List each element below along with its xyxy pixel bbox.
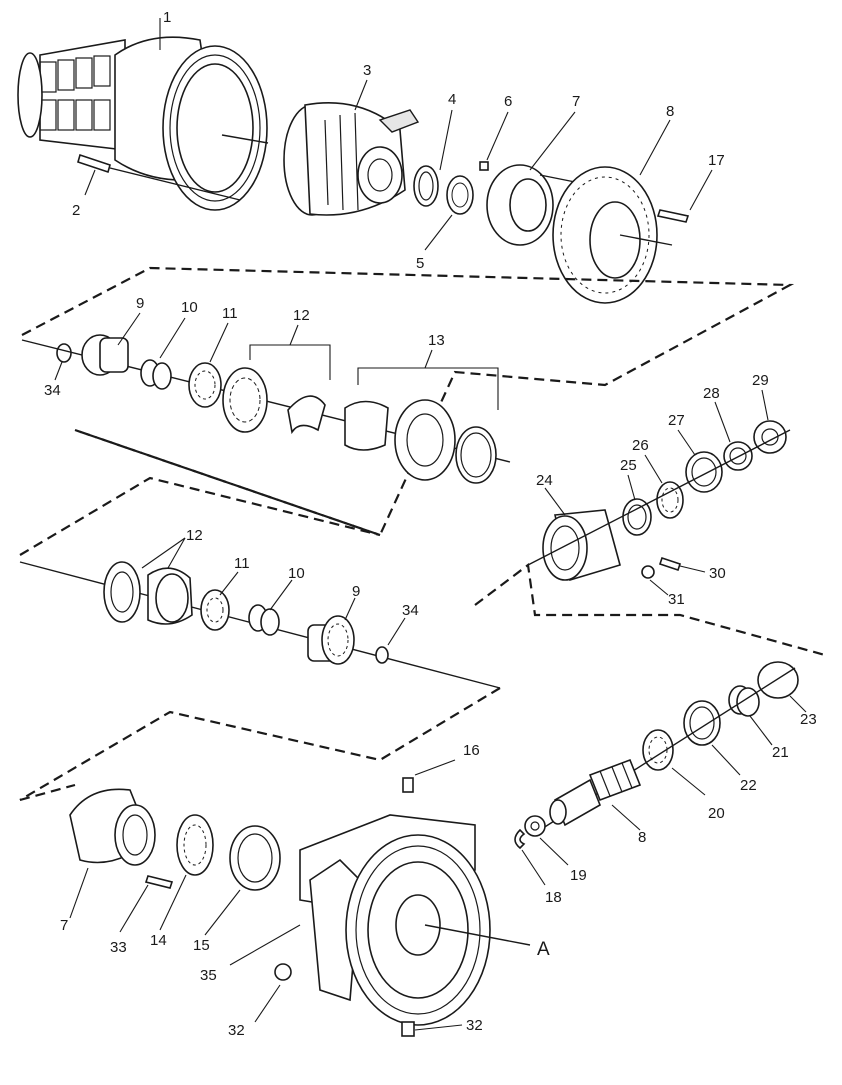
callout-9-mid: 9 bbox=[352, 583, 360, 600]
callout-32-left: 32 bbox=[228, 1022, 245, 1039]
assembly-boundary-1 bbox=[21, 266, 795, 537]
callout-3: 3 bbox=[363, 62, 371, 79]
callout-13: 13 bbox=[428, 332, 445, 349]
part-bearing-cone bbox=[424, 175, 474, 251]
callout-8-top: 8 bbox=[666, 103, 674, 120]
part-pinion-cone-2 bbox=[200, 571, 239, 631]
part-bolt bbox=[77, 153, 241, 201]
part-thrust-washer bbox=[140, 317, 186, 390]
part-cage-bearing-cup bbox=[622, 474, 652, 536]
part-spacer bbox=[677, 429, 723, 493]
callout-28: 28 bbox=[703, 385, 720, 402]
assembly-boundary-4 bbox=[19, 687, 501, 801]
part-inner-bearing-cup bbox=[204, 825, 281, 936]
part-plug bbox=[254, 963, 292, 1023]
part-cap bbox=[486, 111, 591, 246]
callout-17: 17 bbox=[708, 152, 725, 169]
callout-14: 14 bbox=[150, 932, 167, 949]
part-spider-assembly bbox=[222, 324, 331, 435]
part-side-gear bbox=[81, 312, 141, 376]
part-pilot-bearing-cup bbox=[683, 700, 741, 776]
callout-31: 31 bbox=[668, 591, 685, 608]
callout-23: 23 bbox=[800, 711, 817, 728]
callout-33: 33 bbox=[110, 939, 127, 956]
part-washer bbox=[714, 401, 753, 471]
part-carrier bbox=[283, 79, 420, 216]
callout-34-top: 34 bbox=[44, 382, 61, 399]
callout-27: 27 bbox=[668, 412, 685, 429]
callout-6: 6 bbox=[504, 93, 512, 110]
callout-15: 15 bbox=[193, 937, 210, 954]
assembly-boundary-5 bbox=[19, 783, 76, 802]
callout-26: 26 bbox=[632, 437, 649, 454]
part-case-half-2 bbox=[103, 537, 193, 625]
callout-12-mid: 12 bbox=[186, 527, 203, 544]
part-case-half bbox=[344, 349, 499, 484]
part-side-gear-2 bbox=[307, 597, 356, 665]
part-cage-bolt bbox=[658, 556, 706, 573]
part-snap-ring bbox=[54, 343, 72, 381]
callout-34-mid: 34 bbox=[402, 602, 419, 619]
part-snap-ring-2 bbox=[375, 617, 406, 664]
callout-7-top: 7 bbox=[572, 93, 580, 110]
callout-12-top: 12 bbox=[293, 307, 310, 324]
callout-11-top: 11 bbox=[222, 305, 238, 322]
callout-19: 19 bbox=[570, 867, 587, 884]
callout-10-mid: 10 bbox=[288, 565, 305, 582]
callout-20: 20 bbox=[708, 805, 725, 822]
callout-9-top: 9 bbox=[136, 295, 144, 312]
assembly-boundary-2 bbox=[474, 562, 826, 657]
part-ring-gear bbox=[552, 119, 673, 304]
reference-label-a: A bbox=[537, 939, 550, 960]
part-drain-plug bbox=[401, 1021, 463, 1037]
part-pinion-cage bbox=[542, 487, 621, 582]
part-nut bbox=[753, 389, 787, 454]
assembly-boundary-3 bbox=[19, 428, 381, 556]
part-bearing-retainer bbox=[69, 788, 156, 919]
part-retainer-bolt bbox=[119, 875, 174, 933]
callout-24: 24 bbox=[536, 472, 553, 489]
part-pinion-snap-ring bbox=[514, 828, 546, 886]
callout-5: 5 bbox=[416, 255, 424, 272]
part-housing bbox=[17, 18, 269, 211]
part-pinion-washer bbox=[524, 815, 569, 866]
callout-10-top: 10 bbox=[181, 299, 198, 316]
part-drive-pinion bbox=[549, 758, 642, 831]
callout-8-bottom: 8 bbox=[638, 829, 646, 846]
part-cage-washer bbox=[641, 565, 669, 596]
part-ring-bolt bbox=[656, 169, 713, 223]
callout-25: 25 bbox=[620, 457, 637, 474]
part-bearing-cup bbox=[413, 109, 453, 207]
callout-32-right: 32 bbox=[466, 1017, 483, 1034]
callout-labels: 1 2 3 4 5 6 7 8 17 9 10 11 12 13 34 24 2… bbox=[44, 9, 817, 1039]
callout-11-mid: 11 bbox=[234, 555, 250, 572]
callout-4: 4 bbox=[448, 91, 456, 108]
part-small-bolt bbox=[479, 111, 509, 171]
callout-1: 1 bbox=[163, 9, 171, 26]
callout-35: 35 bbox=[200, 967, 217, 984]
part-carrier-housing bbox=[229, 814, 531, 1026]
part-thrust-washer-2 bbox=[248, 579, 293, 636]
part-cage-bearing-cone bbox=[644, 454, 684, 519]
callout-21: 21 bbox=[772, 744, 789, 761]
callout-30: 30 bbox=[709, 565, 726, 582]
part-inner-bearing-cone bbox=[159, 814, 214, 931]
callout-29: 29 bbox=[752, 372, 769, 389]
callout-16: 16 bbox=[463, 742, 480, 759]
callout-18: 18 bbox=[545, 889, 562, 906]
part-pinion-cone bbox=[188, 322, 229, 408]
callout-2: 2 bbox=[72, 202, 80, 219]
part-breather bbox=[402, 759, 456, 793]
callout-22: 22 bbox=[740, 777, 757, 794]
part-snap-ring-large bbox=[757, 661, 807, 713]
callout-7-bottom: 7 bbox=[60, 917, 68, 934]
